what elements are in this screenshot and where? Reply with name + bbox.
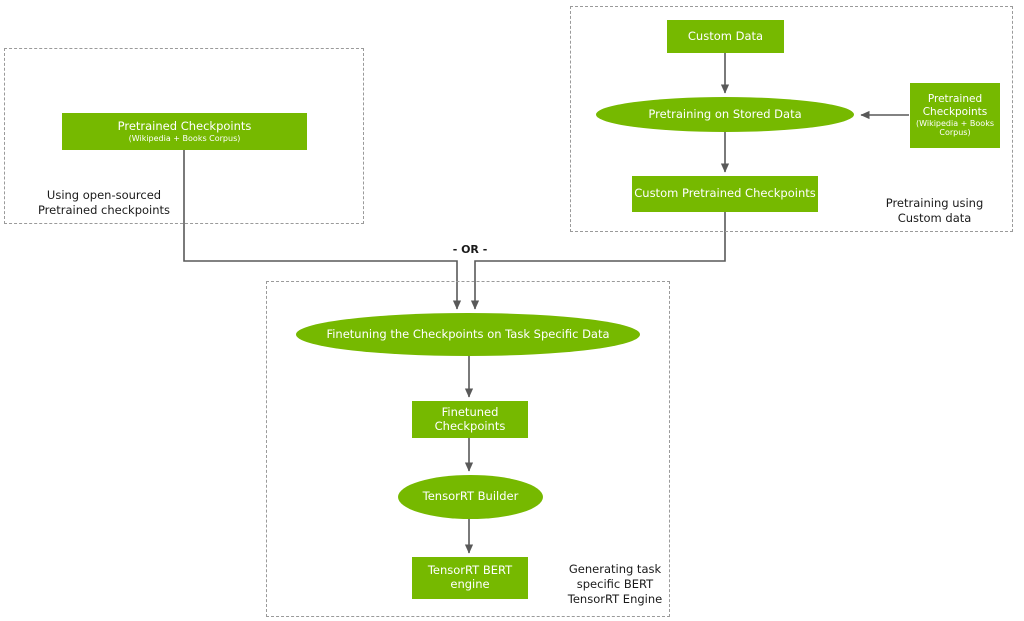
node-finetuned-checkpoints[interactable]: Finetuned Checkpoints [412,401,528,438]
node-title: Pretrained Checkpoints [922,93,988,118]
or-connector-label: - OR - [443,243,497,256]
caption-generating-task-specific-bert-tensorrt-engine: Generating task specific BERT TensorRT E… [567,562,663,606]
node-title: TensorRT Builder [422,489,519,504]
node-tensorrt-bert-engine[interactable]: TensorRT BERT engine [412,557,528,599]
caption-using-open-sourced-checkpoints: Using open-sourced Pretrained checkpoint… [37,188,171,217]
node-pretraining-on-stored-data[interactable]: Pretraining on Stored Data [596,97,854,132]
node-title: TensorRT BERT engine [427,563,513,591]
node-pretrained-checkpoints-wikipedia-books[interactable]: Pretrained Checkpoints (Wikipedia + Book… [910,83,1000,148]
panel-pretraining-using-custom-data [570,6,1013,232]
node-subtitle: (Wikipedia + Books Corpus) [915,119,994,138]
caption-pretraining-using-custom-data: Pretraining using Custom data [885,196,984,225]
node-custom-pretrained-checkpoints[interactable]: Custom Pretrained Checkpoints [632,176,818,212]
node-title: Pretraining on Stored Data [648,106,802,121]
node-custom-data[interactable]: Custom Data [667,20,784,53]
node-title: Custom Data [687,28,764,43]
node-tensorrt-builder[interactable]: TensorRT Builder [398,475,543,519]
node-finetuning-checkpoints-on-task-specific-data[interactable]: Finetuning the Checkpoints on Task Speci… [296,313,640,356]
node-title: Finetuning the Checkpoints on Task Speci… [326,326,610,341]
node-title: Finetuned Checkpoints [434,404,506,433]
node-pretrained-checkpoints-open-sourced[interactable]: Pretrained Checkpoints (Wikipedia + Book… [62,113,307,150]
node-title: Pretrained Checkpoints [117,118,252,133]
panel-generating-task-specific-engine [266,281,670,617]
node-subtitle: (Wikipedia + Books Corpus) [128,134,241,144]
node-title: Custom Pretrained Checkpoints [634,186,816,201]
panel-using-open-sourced-checkpoints [4,48,364,224]
